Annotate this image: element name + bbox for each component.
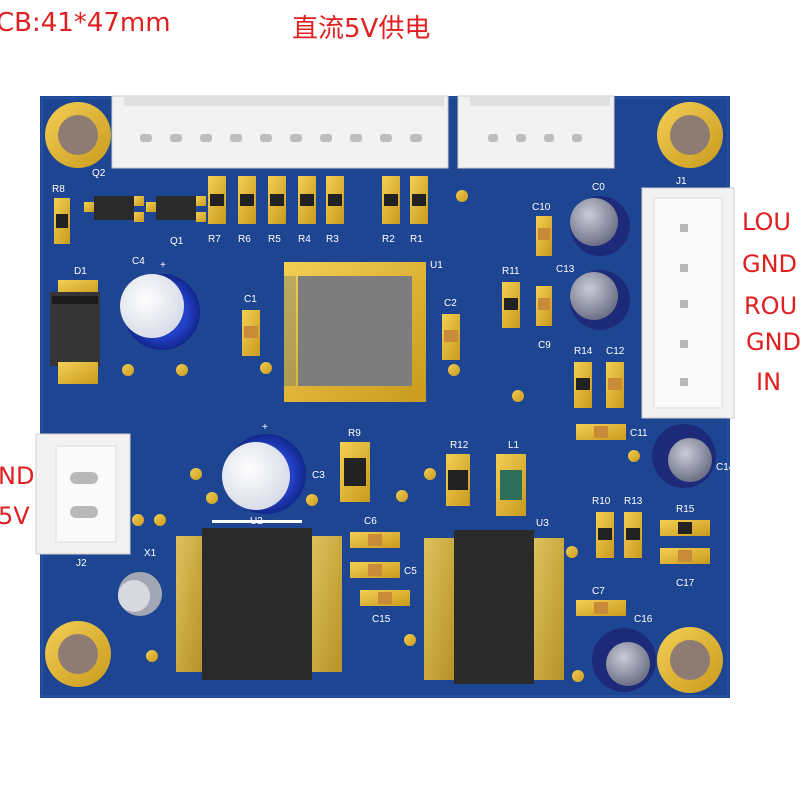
inductor-l1: L1 xyxy=(496,440,526,516)
left-connector-j2: J2 xyxy=(35,433,131,569)
left-pin-label-gnd: ND xyxy=(0,462,35,490)
svg-text:R12: R12 xyxy=(450,440,469,451)
right-pin-label-gnd-1: GND xyxy=(742,250,798,278)
svg-text:C13: C13 xyxy=(556,264,575,275)
power-note-label: 直流5V供电 xyxy=(292,14,431,44)
svg-text:R6: R6 xyxy=(238,234,251,245)
capacitor-c14: C14 xyxy=(652,424,735,488)
svg-text:R14: R14 xyxy=(574,346,593,357)
resistor-r14: R14 xyxy=(574,346,593,408)
svg-text:C11: C11 xyxy=(630,428,648,439)
svg-text:C2: C2 xyxy=(444,298,457,309)
capacitor-c11: C11 xyxy=(576,424,648,440)
resistor-r9: R9 xyxy=(340,428,370,502)
capacitor-c4: C4 + xyxy=(120,256,200,350)
svg-text:R5: R5 xyxy=(268,234,281,245)
svg-text:C9: C9 xyxy=(538,340,551,351)
vias xyxy=(122,190,640,682)
capacitor-c0: C0 xyxy=(570,182,630,256)
mounting-hole-bottom-right xyxy=(657,627,723,693)
svg-text:R15: R15 xyxy=(676,504,695,515)
svg-text:Q1: Q1 xyxy=(170,236,184,247)
svg-text:R13: R13 xyxy=(624,496,643,507)
capacitor-c2: C2 xyxy=(442,298,460,360)
capacitor-c9: C9 xyxy=(536,286,552,351)
right-connector-j1: J1 xyxy=(641,176,735,419)
transistor-q2: Q2 xyxy=(84,168,144,222)
svg-text:R3: R3 xyxy=(326,234,339,245)
ic-u3: U3 xyxy=(424,518,564,684)
resistor-r8: R8 xyxy=(52,184,70,244)
svg-text:J1: J1 xyxy=(676,176,687,187)
right-pin-label-lout: LOU xyxy=(742,208,791,236)
svg-text:R7: R7 xyxy=(208,234,221,245)
svg-text:U2: U2 xyxy=(250,516,263,527)
svg-text:C0: C0 xyxy=(592,182,605,193)
capacitor-c1: C1 xyxy=(242,294,260,356)
svg-text:R4: R4 xyxy=(298,234,311,245)
svg-text:C17: C17 xyxy=(676,578,695,589)
svg-text:C6: C6 xyxy=(364,516,377,527)
capacitor-c15: C15 xyxy=(360,590,410,625)
svg-text:C14: C14 xyxy=(716,462,735,473)
svg-text:+: + xyxy=(262,422,268,433)
capacitor-c17: C17 xyxy=(660,548,710,589)
top-connector-10pin xyxy=(111,95,449,169)
resistor-r11: R11 xyxy=(502,266,520,328)
resistor-r10: R10 xyxy=(592,496,614,558)
capacitor-c12: C12 xyxy=(606,346,625,408)
left-pin-label-5v: 5V xyxy=(0,502,30,530)
capacitor-c5: C5 xyxy=(350,562,417,578)
svg-text:R9: R9 xyxy=(348,428,361,439)
svg-text:C10: C10 xyxy=(532,202,551,213)
svg-text:C7: C7 xyxy=(592,586,605,597)
resistor-r15: R15 xyxy=(660,504,710,536)
svg-text:C4: C4 xyxy=(132,256,145,267)
right-pin-label-rout: ROU xyxy=(744,292,798,320)
svg-text:L1: L1 xyxy=(508,440,520,451)
ic-u2: U2 xyxy=(176,516,342,680)
ic-u1: U1 xyxy=(284,260,443,402)
svg-text:Q2: Q2 xyxy=(92,168,106,179)
resistor-r12: R12 xyxy=(446,440,470,506)
mounting-hole-bottom-left xyxy=(45,621,111,687)
svg-text:R1: R1 xyxy=(410,234,423,245)
svg-text:U1: U1 xyxy=(430,260,443,271)
mounting-hole-top-right xyxy=(657,102,723,168)
capacitor-c7: C7 xyxy=(576,586,626,616)
svg-text:+: + xyxy=(160,260,166,271)
capacitor-c13: C13 xyxy=(556,264,630,330)
mounting-hole-top-left xyxy=(45,102,111,168)
svg-text:C5: C5 xyxy=(404,566,417,577)
top-connector-5pin xyxy=(457,95,615,169)
svg-text:R2: R2 xyxy=(382,234,395,245)
right-pin-label-gnd-2: GND xyxy=(746,328,800,356)
svg-text:J2: J2 xyxy=(76,558,87,569)
diode-d1: D1 xyxy=(50,266,100,384)
pcb-size-label: CB:41*47mm xyxy=(0,8,171,38)
right-pin-label-in: IN xyxy=(756,368,782,396)
transistor-q1: Q1 xyxy=(146,196,206,247)
crystal-x1: X1 xyxy=(118,548,162,616)
svg-text:C16: C16 xyxy=(634,614,653,625)
capacitor-c6: C6 xyxy=(350,516,400,548)
resistor-r13: R13 xyxy=(624,496,643,558)
svg-text:R8: R8 xyxy=(52,184,65,195)
capacitor-c16: C16 xyxy=(592,614,656,692)
svg-text:X1: X1 xyxy=(144,548,157,559)
svg-text:C15: C15 xyxy=(372,614,391,625)
svg-text:D1: D1 xyxy=(74,266,87,277)
svg-text:R11: R11 xyxy=(502,266,520,277)
svg-text:C1: C1 xyxy=(244,294,257,305)
resistor-row-r7-r1: R7 R6 R5 R4 R3 R2 R1 xyxy=(208,176,428,245)
capacitor-c10: C10 xyxy=(532,202,552,256)
svg-text:C12: C12 xyxy=(606,346,625,357)
svg-text:C3: C3 xyxy=(312,470,325,481)
capacitor-c3: + C3 xyxy=(222,422,325,514)
svg-text:R10: R10 xyxy=(592,496,611,507)
svg-text:U3: U3 xyxy=(536,518,549,529)
